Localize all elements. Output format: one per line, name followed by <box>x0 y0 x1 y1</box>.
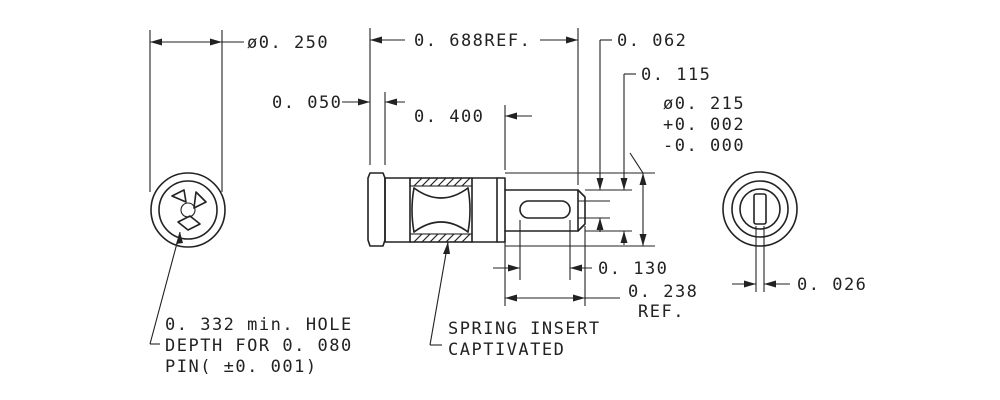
dim-688-ref: 0. 688REF. <box>414 31 531 51</box>
dim-050: 0. 050 <box>272 93 342 113</box>
note-spring-line-1: SPRING INSERT <box>448 319 601 339</box>
note-hole-line-2: DEPTH FOR 0. 080 <box>165 336 353 356</box>
dim-238-ref: REF. <box>638 302 685 322</box>
dim-diameter-215: ø0. 215 <box>663 94 745 114</box>
dim-400: 0. 400 <box>414 107 484 127</box>
dim-115: 0. 115 <box>641 65 711 85</box>
right-end-view <box>722 171 798 292</box>
dim-130: 0. 130 <box>598 259 668 279</box>
dim-238: 0. 238 <box>628 282 698 302</box>
note-hole-line-3: PIN( ±0. 001) <box>165 357 318 377</box>
left-end-view <box>149 30 244 345</box>
side-view <box>367 172 586 247</box>
dim-diameter-250: ø0. 250 <box>247 33 329 53</box>
dim-026: 0. 026 <box>797 275 867 295</box>
dim-tolerance-plus: +0. 002 <box>663 115 745 135</box>
dim-062: 0. 062 <box>617 31 687 51</box>
note-hole-line-1: 0. 332 min. HOLE <box>165 315 353 335</box>
note-spring-line-2: CAPTIVATED <box>448 340 565 360</box>
dim-tolerance-minus: -0. 000 <box>663 136 745 156</box>
